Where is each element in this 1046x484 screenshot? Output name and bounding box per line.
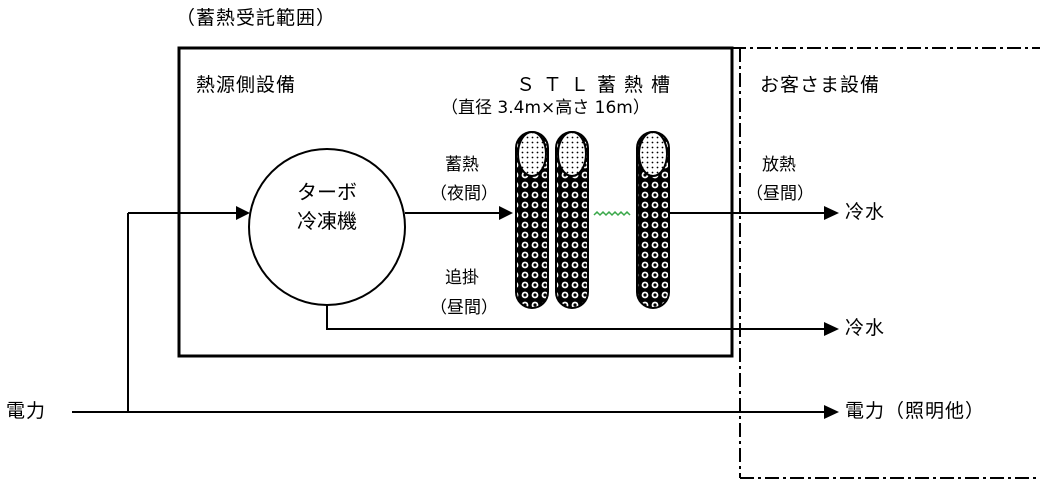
arrow-chilled-water-2 — [824, 322, 839, 336]
turbo-chiller-label: ターボ 冷凍機 — [257, 178, 397, 236]
tank-spec: （直径 3.4m×高さ 16m） — [441, 98, 650, 118]
stl-tank-3 — [636, 131, 670, 309]
chilled-water-2-label: 冷水 — [845, 317, 886, 339]
turbo-line-2: 冷凍機 — [297, 209, 357, 233]
storage-time-label: （夜間） — [430, 184, 498, 204]
supplement-time-label: （昼間） — [430, 298, 498, 318]
scope-title: （蓄熱受託範囲） — [176, 7, 337, 29]
power-other-label: 電力（照明他） — [845, 400, 986, 422]
heat-source-box — [177, 46, 734, 358]
power-in-label: 電力 — [6, 400, 47, 422]
storage-label: 蓄熱 — [445, 155, 479, 175]
supplement-flow-line — [326, 305, 824, 330]
chilled-water-1-label: 冷水 — [845, 201, 886, 223]
stl-tank-1 — [515, 131, 549, 309]
turbo-line-1: ターボ — [297, 180, 357, 204]
customer-label: お客さま設備 — [760, 74, 881, 96]
stl-tank-2 — [555, 131, 589, 309]
supplement-label: 追掛 — [445, 268, 479, 288]
discharge-label: 放熱 — [762, 155, 796, 175]
heat-source-label: 熱源側設備 — [196, 74, 297, 96]
arrow-chilled-water-1 — [824, 206, 839, 220]
tank-continuation — [593, 210, 631, 217]
tank-name: ＳＴＬ蓄熱槽 — [516, 74, 679, 96]
arrow-into-chiller — [236, 206, 250, 220]
discharge-time-label: （昼間） — [746, 184, 814, 204]
arrow-power-out — [824, 405, 839, 419]
arrow-into-tank — [499, 206, 513, 220]
